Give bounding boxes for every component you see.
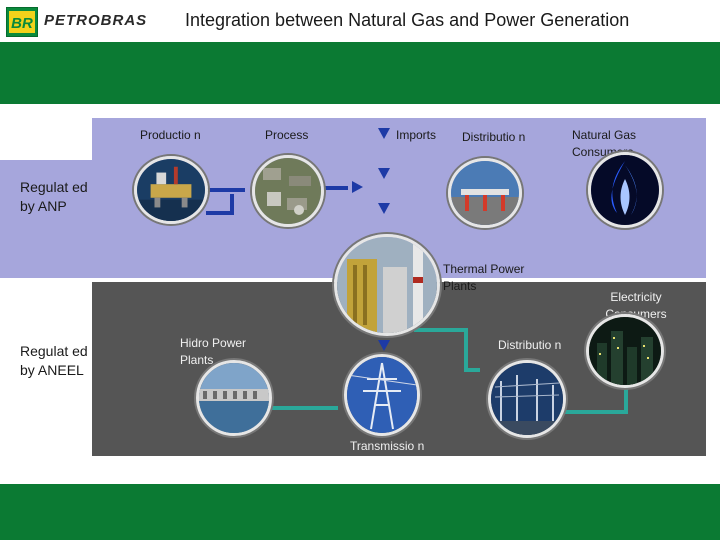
transmission-tower-image (344, 354, 420, 436)
production-platform-image (134, 156, 208, 224)
gas-distribution-label: Distributio n (462, 129, 540, 146)
power-distribution-label: Distributio n (498, 337, 578, 354)
aneel-region-label: Regulat ed by ANEEL (20, 342, 88, 380)
production-label: Productio n (140, 127, 210, 144)
process-label: Process (265, 127, 335, 144)
power-distribution-substation-image (488, 360, 566, 438)
gas-flame-image (588, 152, 662, 228)
arrow-right-process-icon (352, 181, 363, 193)
arrow-down-mid-icon (378, 168, 390, 179)
bottom-green-band (0, 484, 720, 540)
anp-region-label: Regulat ed by ANP (20, 178, 88, 216)
thermal-power-label: Thermal Power Plants (443, 261, 553, 295)
process-plant-image (252, 155, 324, 227)
arrow-down-transmission-icon (378, 340, 390, 351)
transmission-label: Transmissio n (350, 438, 440, 455)
gas-distribution-image (448, 158, 522, 228)
imports-label: Imports (396, 127, 456, 144)
electricity-city-image (586, 314, 664, 388)
arrow-down-thermal-icon (378, 203, 390, 214)
arrow-down-imports-icon (378, 128, 390, 139)
thermal-power-plant-image (334, 234, 440, 336)
hydro-power-dam-image (196, 360, 272, 436)
